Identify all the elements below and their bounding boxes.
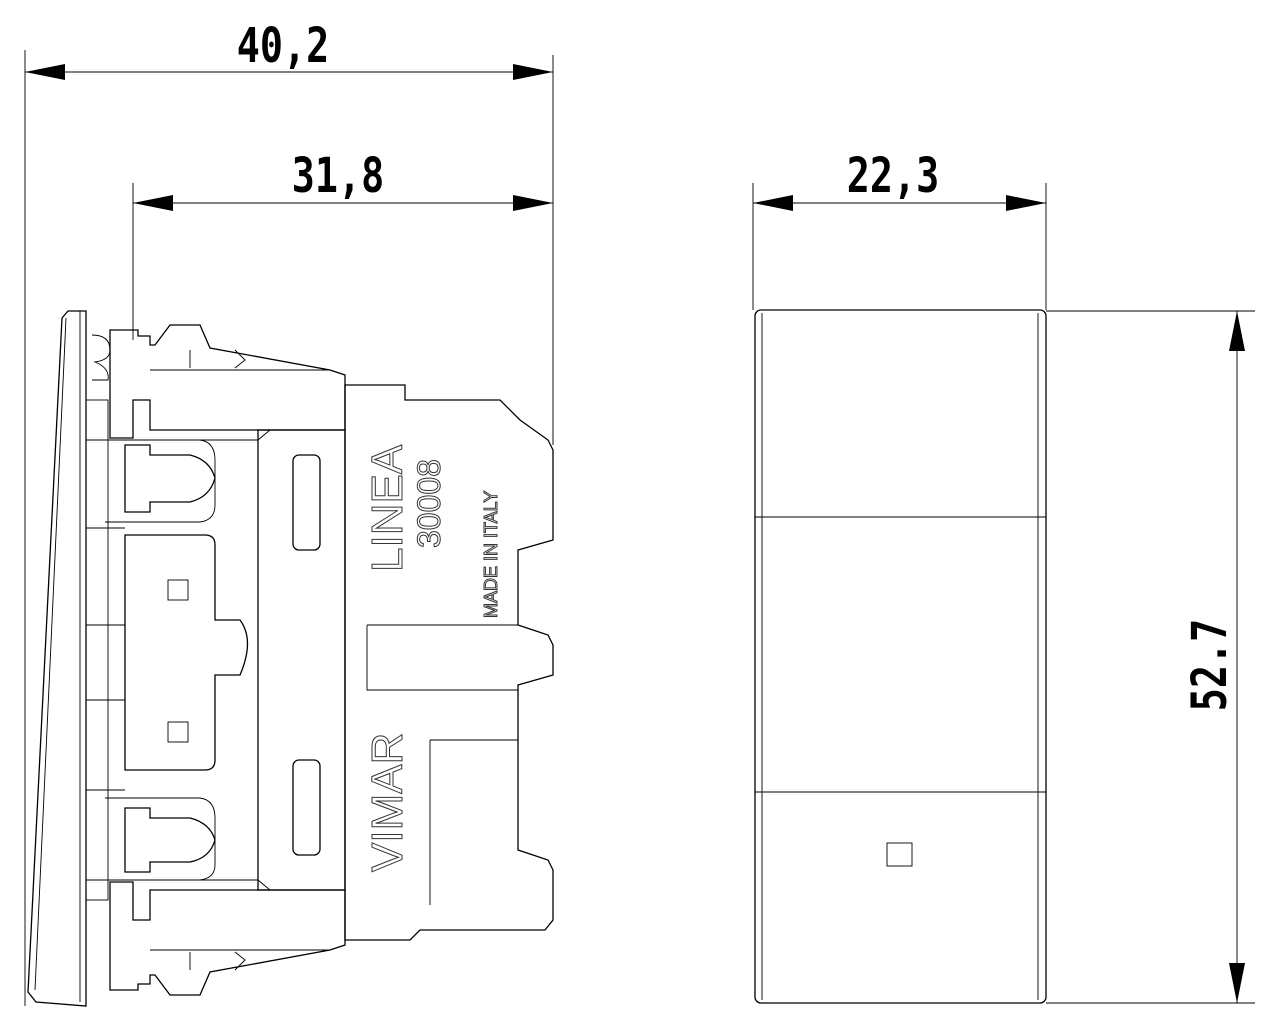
clip-detail <box>150 349 330 371</box>
dimension-label: 52.7 <box>1183 619 1238 711</box>
dimension-label: 40,2 <box>237 19 329 74</box>
terminal-top <box>124 444 216 513</box>
rear-block <box>344 384 554 941</box>
slot <box>167 579 189 601</box>
dimension-overall-depth: 40,2 <box>24 19 554 1006</box>
marking-brand: VIMAR <box>363 733 412 872</box>
window-bottom <box>292 759 321 856</box>
latch <box>91 334 111 381</box>
marking-origin: MADE IN ITALY <box>481 491 501 618</box>
side-view: LINEA 30008 MADE IN ITALY VIMAR <box>27 310 554 1007</box>
dimension-height: 52.7 <box>1046 310 1255 1004</box>
spacer <box>85 399 109 901</box>
window-top <box>292 454 321 551</box>
indicator-led <box>886 842 913 867</box>
slot <box>167 721 189 743</box>
front-face <box>754 309 1047 1004</box>
bottom-clip <box>109 881 346 996</box>
dimension-label: 31,8 <box>292 149 384 204</box>
top-clip <box>109 324 346 439</box>
dimension-body-depth: 31,8 <box>132 149 553 340</box>
front-view <box>754 309 1047 1004</box>
body-chamfer <box>257 429 271 891</box>
terminal-bottom <box>124 807 216 873</box>
cover-plate <box>27 310 87 1007</box>
rear-block-detail <box>366 624 518 905</box>
marking-line: LINEA <box>363 444 412 572</box>
dimension-label: 22,3 <box>847 149 939 204</box>
mechanism <box>124 534 249 771</box>
plate-edge <box>34 311 81 1002</box>
dimension-width: 22,3 <box>752 149 1047 310</box>
spacer-lines <box>86 439 258 881</box>
face-edge <box>761 313 1039 1000</box>
clip-detail <box>150 949 330 971</box>
terminal-housing <box>105 439 216 523</box>
marking-code: 30008 <box>411 459 447 548</box>
body-mid <box>257 429 346 891</box>
terminal-housing <box>105 797 216 881</box>
